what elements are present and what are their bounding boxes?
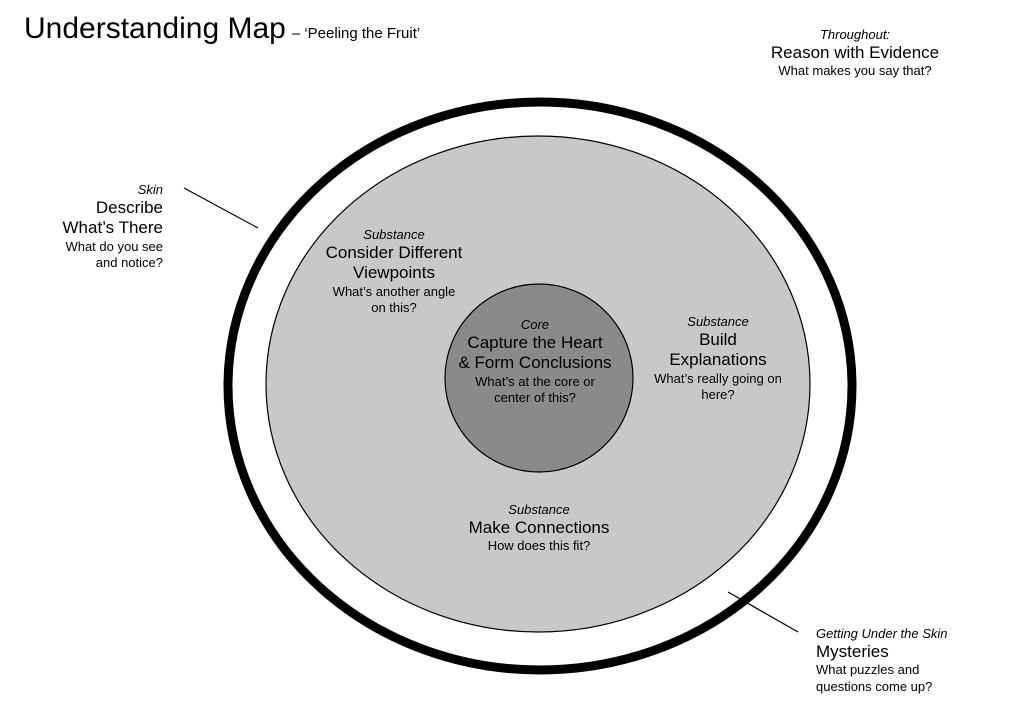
mysteries-label: Getting Under the Skin Mysteries What pu… (816, 626, 948, 695)
viewpoints-question-line: on this? (371, 300, 417, 316)
skin-question-line: What do you see (65, 239, 163, 255)
mysteries-pointer-line (727, 591, 799, 633)
mysteries-question-line: questions come up? (816, 678, 933, 694)
explanations-title-line: Explanations (669, 350, 767, 370)
throughout-title: Reason with Evidence (770, 42, 940, 62)
page-subtitle: – ‘Peeling the Fruit’ (291, 25, 421, 42)
core-question-line: center of this? (494, 390, 576, 406)
core-question-line: What’s at the core or (475, 374, 595, 390)
viewpoints-title-line: Viewpoints (353, 263, 435, 283)
core-kicker: Core (520, 317, 550, 332)
connections-title: Make Connections (468, 517, 610, 537)
viewpoints-title-line: Consider Different (325, 242, 463, 262)
throughout-question: What makes you say that? (778, 63, 932, 79)
viewpoints-question-line: What’s another angle (332, 284, 456, 300)
page-title: Understanding Map (24, 12, 286, 45)
connections-kicker: Substance (508, 502, 570, 517)
page-header: Understanding Map – ‘Peeling the Fruit’ (24, 12, 420, 46)
substance-viewpoints-label: Substance Consider Different Viewpoints … (326, 227, 463, 317)
explanations-title-line: Build (699, 329, 737, 349)
substance-explanations-label: Substance Build Explanations What’s real… (654, 314, 782, 404)
skin-label: Skin Describe What’s There What do you s… (63, 182, 163, 272)
mysteries-kicker: Getting Under the Skin (816, 626, 948, 641)
skin-question-line: and notice? (95, 255, 163, 271)
connections-question: How does this fit? (487, 538, 591, 554)
explanations-kicker: Substance (687, 314, 749, 329)
throughout-kicker: Throughout: (819, 27, 891, 42)
explanations-question-line: What’s really going on (654, 371, 782, 387)
viewpoints-kicker: Substance (363, 227, 425, 242)
skin-title-line: Describe (95, 197, 163, 217)
mysteries-question-line: What puzzles and (816, 662, 920, 678)
core-circle (444, 283, 634, 473)
core-label: Core Capture the Heart & Form Conclusion… (458, 317, 611, 407)
throughout-label: Throughout: Reason with Evidence What ma… (771, 27, 939, 80)
mysteries-title: Mysteries (816, 641, 889, 661)
skin-title-line: What’s There (62, 218, 163, 238)
explanations-question-line: here? (701, 387, 735, 403)
substance-connections-label: Substance Make Connections How does this… (469, 502, 610, 555)
core-title-line: & Form Conclusions (458, 353, 612, 373)
skin-pointer-line (183, 187, 259, 229)
skin-kicker: Skin (137, 182, 163, 197)
core-title-line: Capture the Heart (467, 332, 603, 352)
